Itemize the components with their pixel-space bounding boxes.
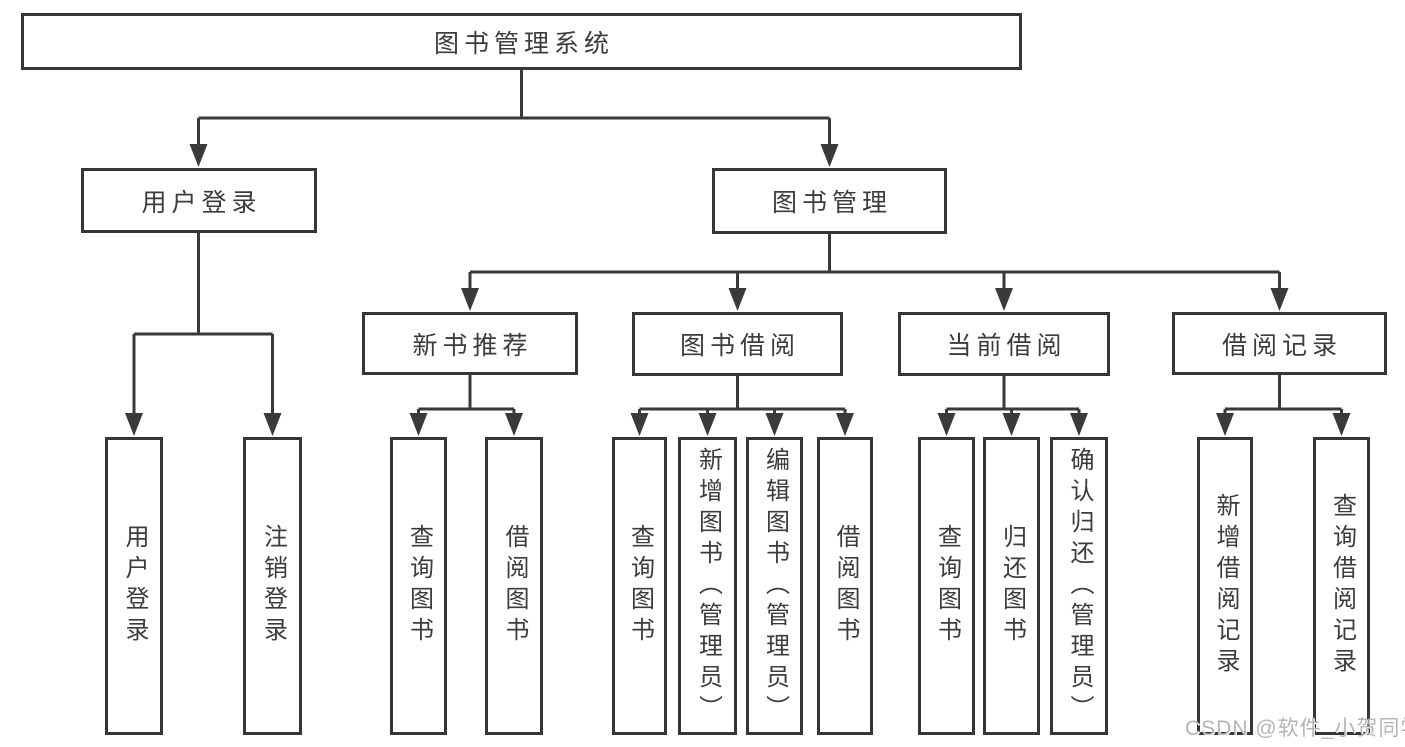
leaf-add-books-admin: 新增图书（管理员）	[678, 437, 737, 735]
leaf-query-books-current: 查询图书	[918, 437, 975, 735]
leaf-borrow-books-recommend: 借阅图书	[485, 437, 543, 735]
leaf-confirm-return-admin: 确认归还（管理员）	[1050, 437, 1108, 735]
node-new-book-recommend: 新书推荐	[362, 312, 578, 375]
branch-new-book-recommend	[409, 375, 523, 436]
node-user-login: 用户登录	[81, 168, 317, 233]
node-book-management: 图书管理	[712, 168, 947, 234]
branch-user-login	[125, 233, 282, 436]
node-book-borrowing: 图书借阅	[632, 312, 843, 376]
branch-current-borrowing	[937, 376, 1088, 436]
branch-root	[189, 70, 839, 167]
leaf-return-books: 归还图书	[983, 437, 1040, 735]
branch-book-management	[461, 234, 1289, 311]
leaf-logout-login: 注销登录	[243, 437, 302, 735]
node-borrowing-records: 借阅记录	[1172, 312, 1387, 375]
node-root: 图书管理系统	[21, 13, 1022, 70]
csdn-watermark: CSDN @软件_小贺同学	[1185, 717, 1405, 740]
leaf-query-borrow-record: 查询借阅记录	[1313, 437, 1370, 735]
branch-borrowing-records	[1216, 375, 1351, 436]
leaf-query-books-recommend: 查询图书	[390, 437, 447, 735]
leaf-query-books-borrowing: 查询图书	[612, 437, 667, 735]
leaf-user-login: 用户登录	[105, 437, 163, 735]
node-current-borrowing: 当前借阅	[898, 312, 1110, 376]
leaf-edit-books-admin: 编辑图书（管理员）	[746, 437, 803, 735]
branch-book-borrowing	[630, 376, 854, 436]
leaf-add-borrow-record: 新增借阅记录	[1197, 437, 1253, 735]
leaf-borrow-books: 借阅图书	[817, 437, 873, 735]
